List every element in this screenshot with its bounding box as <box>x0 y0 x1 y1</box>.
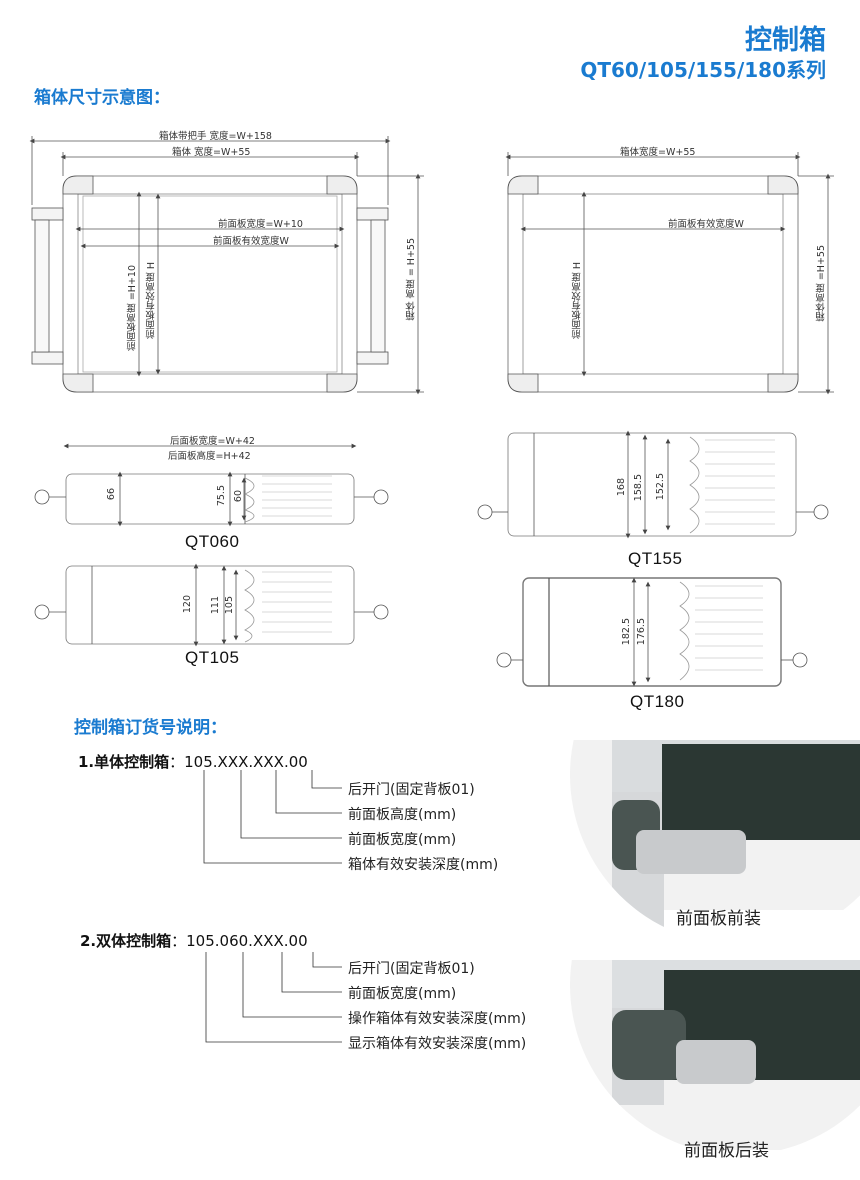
dim-plain-box-height: 箱体高度 =H+55 <box>816 245 827 322</box>
legend-double-2: 操作箱体有效安装深度(mm) <box>348 1011 527 1027</box>
profile-qt105 <box>34 563 389 647</box>
dim-plain-front-panel-effective-height: 前面板有效高度 H <box>572 262 583 339</box>
legend-double-1: 前面板宽度(mm) <box>348 986 457 1002</box>
legend-double-3: 显示箱体有效安装深度(mm) <box>348 1036 527 1052</box>
dim-qt155-d2: 158.5 <box>633 474 644 502</box>
order-code-single-value: ：105.XXX.XXX.00 <box>169 753 308 771</box>
photo-front-mount <box>570 740 860 945</box>
dim-plain-front-panel-effective-width: 前面板有效宽度W <box>668 219 744 230</box>
ordering-leader-lines-single <box>203 770 342 864</box>
dim-front-panel-effective-width: 前面板有效宽度W <box>213 236 289 247</box>
legend-double-0: 后开门(固定背板01) <box>348 961 475 977</box>
legend-single-2: 前面板宽度(mm) <box>348 832 457 848</box>
order-code-double-value: ：105.060.XXX.00 <box>171 932 308 950</box>
dim-qt180-d1: 182.5 <box>621 618 632 646</box>
dim-box-width: 箱体 宽度=W+55 <box>172 147 251 158</box>
dim-front-panel-effective-height: 前面板有效高度 H <box>146 262 157 339</box>
page-title: 控制箱 <box>745 25 826 56</box>
dim-qt155-d1: 168 <box>616 478 627 497</box>
legend-single-3: 箱体有效安装深度(mm) <box>348 857 499 873</box>
profile-qt155 <box>477 430 829 539</box>
dim-qt060-d1: 66 <box>106 488 117 501</box>
profile-qt180 <box>496 577 808 687</box>
dim-qt155-d3: 152.5 <box>655 473 666 501</box>
dim-qt105-d1: 120 <box>182 595 193 614</box>
caption-rear-mount: 前面板后装 <box>684 1141 769 1161</box>
section-heading-ordering: 控制箱订货号说明： <box>74 718 227 738</box>
legend-single-0: 后开门(固定背板01) <box>348 782 475 798</box>
dim-qt060-back-height: 后面板高度=H+42 <box>168 451 251 462</box>
model-label-qt155: QT155 <box>628 549 683 568</box>
model-label-qt060: QT060 <box>185 532 240 551</box>
legend-single-1: 前面板高度(mm) <box>348 807 457 823</box>
dim-qt060-d2: 75.5 <box>216 485 227 507</box>
caption-front-mount: 前面板前装 <box>676 909 761 929</box>
photo-rear-mount <box>570 960 860 1150</box>
page-subtitle: QT60/105/155/180系列 <box>580 58 826 82</box>
dim-qt105-d2: 111 <box>210 596 221 615</box>
dim-front-panel-width: 前面板宽度=W+10 <box>218 219 303 230</box>
model-label-qt105: QT105 <box>185 648 240 667</box>
dim-qt060-d3: 60 <box>233 490 244 503</box>
section-heading-dimensions: 箱体尺寸示意图： <box>34 88 170 108</box>
order-code-double: 2.双体控制箱：105.060.XXX.00 <box>80 930 308 951</box>
profile-qt060 <box>34 443 389 527</box>
order-code-single: 1.单体控制箱：105.XXX.XXX.00 <box>78 751 308 772</box>
dim-qt180-d2: 176.5 <box>636 618 647 646</box>
dim-total-width-with-handle: 箱体带把手 宽度=W+158 <box>159 131 272 142</box>
front-view-plain <box>505 152 834 395</box>
order-code-double-label: 2.双体控制箱 <box>80 932 172 950</box>
order-code-single-label: 1.单体控制箱 <box>78 753 170 771</box>
ordering-leader-lines-double <box>205 952 342 1043</box>
model-label-qt180: QT180 <box>630 692 685 711</box>
dim-qt060-back-width: 后面板宽度=W+42 <box>170 436 255 447</box>
front-view-with-handles <box>29 136 424 395</box>
dim-plain-box-width: 箱体宽度=W+55 <box>620 147 696 158</box>
dim-qt105-d3: 105 <box>224 596 235 615</box>
dim-front-panel-height: 前面板高度 =H+10 <box>127 265 138 351</box>
dim-box-height: 箱体 高度 = H+55 <box>406 238 417 321</box>
